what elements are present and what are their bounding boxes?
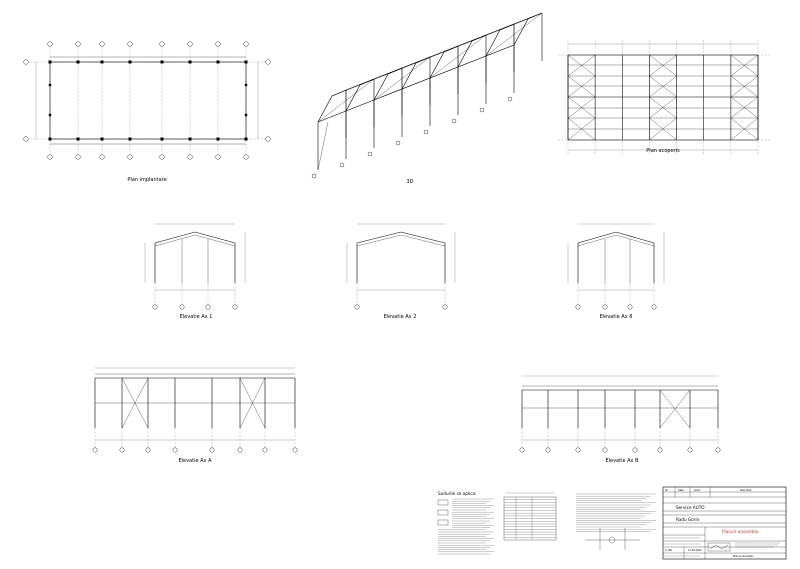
date: 11.08.2022 — [688, 549, 702, 552]
elevatie-ax1-title: Elevatie Ax 1 — [180, 314, 213, 320]
scale: 1:100 — [665, 549, 672, 552]
notes-heading: Sudurile se aplica: — [438, 491, 477, 496]
weld-notes: Sudurile se aplica: — [437, 491, 494, 555]
view-3d-title: 3D — [406, 179, 413, 185]
end-elevations — [144, 223, 665, 310]
elevatie-ax8-title: Elevatie Ax 8 — [600, 314, 633, 320]
rev-header-data: Data — [678, 489, 684, 492]
general-notes — [576, 493, 656, 550]
plan-acoperis: Plan acoperis — [558, 40, 770, 155]
plan-implantare: Plan implantare — [23, 41, 271, 183]
elevatie-ax2-title: Elevatie Ax 2 — [384, 314, 417, 320]
plan-acoperis-title: Plan acoperis — [646, 148, 680, 154]
title-block: Nr. Data Autor Descriere Service AUTO Ra… — [662, 486, 787, 560]
rev-header-autor: Autor — [694, 489, 701, 492]
project-name: Service AUTO — [676, 505, 705, 510]
rev-header-descriere: Descriere — [740, 489, 752, 492]
elevatie-axa-title: Elevatie Ax A — [178, 458, 212, 464]
sheet-name: Planuri ansamblu — [733, 555, 754, 558]
sheet-title: Planuri ansamblu — [722, 529, 759, 534]
client-name: Radu Gorin — [676, 517, 700, 522]
view-3d: 3D — [311, 12, 543, 185]
long-elevations — [92, 367, 721, 453]
elevatie-axb-title: Elevatie Ax B — [605, 458, 639, 464]
company-logo — [707, 542, 731, 552]
rev-header-nr: Nr. — [665, 489, 669, 492]
bolt-table — [503, 492, 557, 541]
plan-implantare-title: Plan implantare — [127, 177, 166, 183]
